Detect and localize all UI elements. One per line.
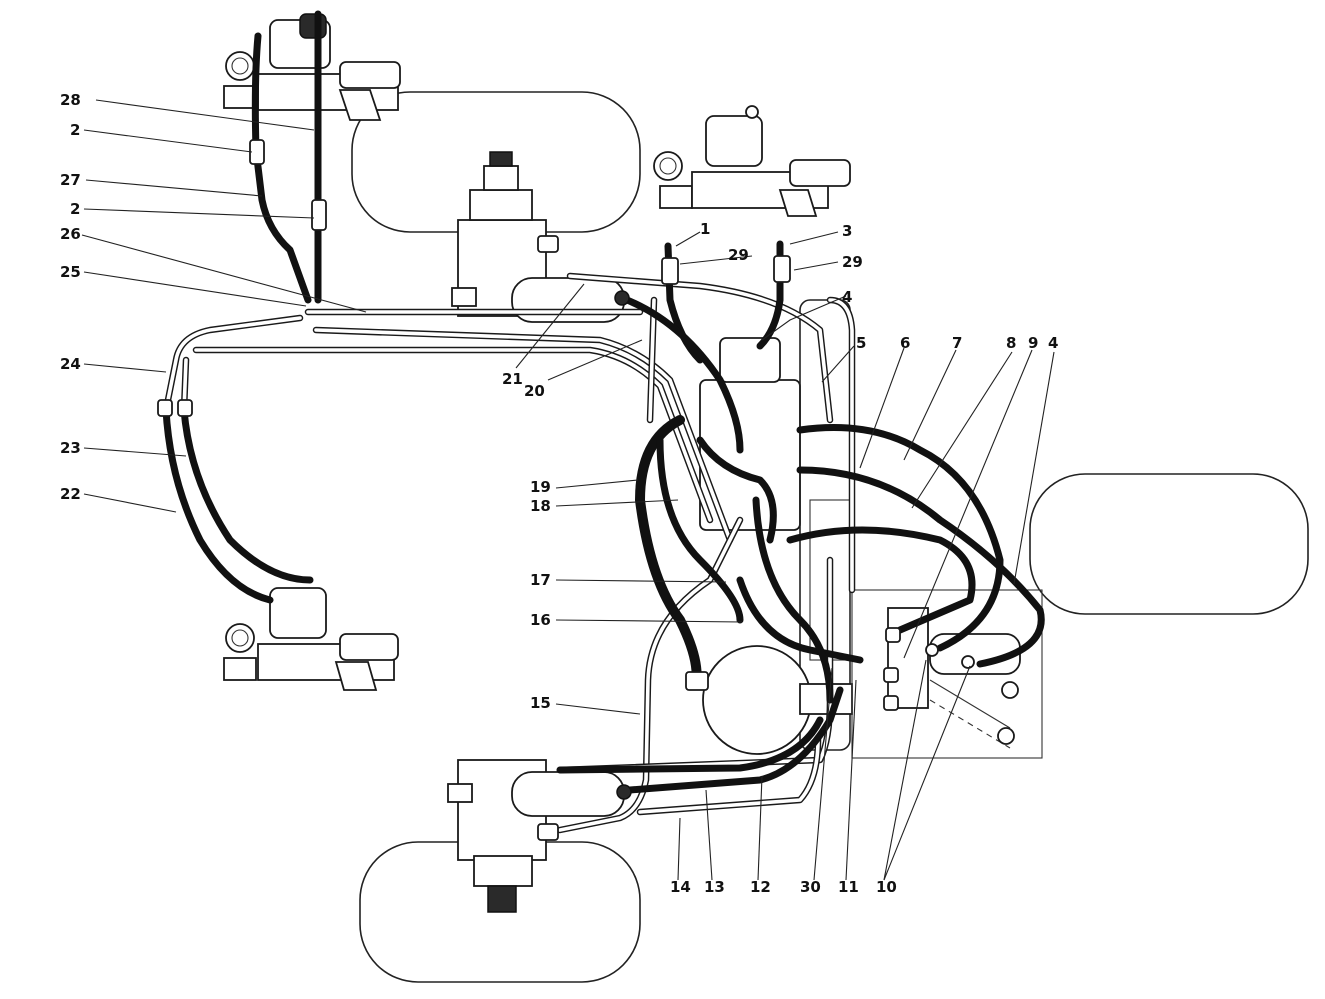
callout-27: 27 <box>60 171 81 189</box>
callout-29-left: 29 <box>728 246 749 264</box>
callout-15: 15 <box>530 694 551 712</box>
callout-5: 5 <box>856 334 866 352</box>
callout-28: 28 <box>60 91 81 109</box>
reservoir-tank <box>702 645 853 755</box>
steering-unit-bottom <box>447 759 625 913</box>
callout-23: 23 <box>60 439 81 457</box>
callout-30: 30 <box>800 878 821 896</box>
callout-14: 14 <box>670 878 691 896</box>
callout-6: 6 <box>900 334 910 352</box>
callout-26: 26 <box>60 225 81 243</box>
callout-7: 7 <box>952 334 962 352</box>
callout-10: 10 <box>876 878 897 896</box>
callout-18: 18 <box>530 497 551 515</box>
callout-11: 11 <box>838 878 859 896</box>
control-valve-block <box>851 589 1043 759</box>
callout-2-lower: 2 <box>70 200 80 218</box>
callout-8: 8 <box>1006 334 1016 352</box>
brake-assembly-top-left <box>223 13 401 121</box>
callout-3: 3 <box>842 222 852 240</box>
callout-19: 19 <box>530 478 551 496</box>
callout-17: 17 <box>530 571 551 589</box>
callout-22: 22 <box>60 485 81 503</box>
callout-24: 24 <box>60 355 81 373</box>
callout-2-upper: 2 <box>70 121 80 139</box>
callout-16: 16 <box>530 611 551 629</box>
brake-assembly-bottom-left <box>223 587 399 691</box>
callout-4-upper: 4 <box>842 288 852 306</box>
tire-right <box>1029 473 1309 615</box>
brake-assembly-top-right <box>653 105 851 217</box>
callout-1: 1 <box>700 220 710 238</box>
callout-4-right: 4 <box>1048 334 1058 352</box>
callout-13: 13 <box>704 878 725 896</box>
callout-20: 20 <box>524 382 545 400</box>
callout-21: 21 <box>502 370 523 388</box>
steering-unit-top <box>451 151 625 323</box>
callout-9: 9 <box>1028 334 1038 352</box>
fittings <box>157 139 975 841</box>
callout-25: 25 <box>60 263 81 281</box>
leader-lines <box>81 99 1055 881</box>
callout-labels: 1 2 2 3 4 4 5 6 7 8 9 10 11 12 13 14 15 … <box>60 91 1058 896</box>
callout-29-right: 29 <box>842 253 863 271</box>
callout-12: 12 <box>750 878 771 896</box>
